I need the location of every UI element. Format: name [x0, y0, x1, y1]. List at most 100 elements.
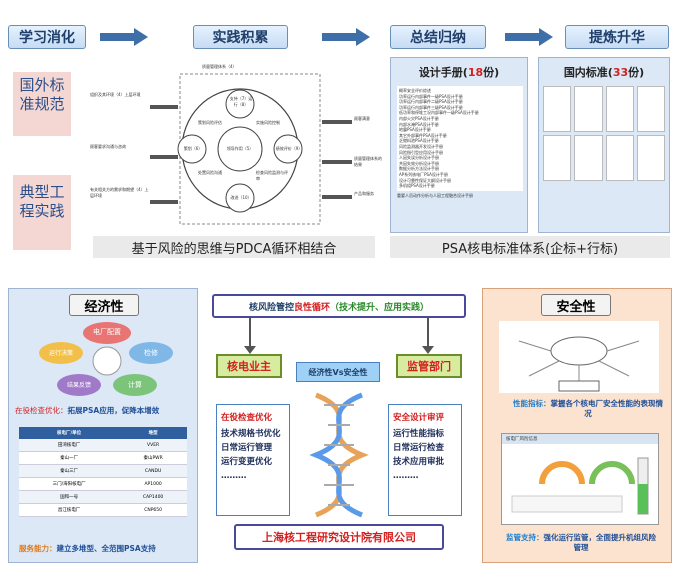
manual-item: AP系列核电厂PSA设计手册 — [399, 171, 448, 177]
manual-item: 多机组PSA设计手册 — [399, 183, 435, 189]
petal-calc: 计算 — [128, 381, 142, 389]
cycle-inner-check: 检查风险监测与评审 — [256, 170, 288, 181]
cycle-input-context: 组织及其环境（4）上层环境 — [90, 92, 141, 97]
table-cell: VVER — [119, 439, 187, 452]
cycle-inner-act: 处置风险沟通 — [198, 170, 222, 175]
cycle-title: 质量管理体系（4） — [202, 64, 237, 69]
manual-item: 功率运行内部事件一级PSA设计手册 — [399, 93, 463, 99]
dna-helix — [306, 390, 372, 520]
center-connector — [244, 318, 434, 354]
safety-title: 安全性 — [541, 294, 611, 316]
domestic-title: 国内标准(33份) — [563, 66, 645, 79]
manual-item: 乏燃料池PSA设计手册 — [399, 138, 439, 144]
cycle-input-customer: 顾客要求沟通与咨询 — [90, 144, 126, 149]
table-cell: 秦山PWR — [119, 451, 187, 465]
center-panel: 核风险管控良性循环（技术提升、应用实践） 核电业主 经济性Vs安全性 监管部门 … — [210, 290, 468, 565]
cycle-inner-plan: 策划风险评估 — [198, 120, 222, 125]
design-manual-panel: 设计手册(18份) 概率安全评价综述功率运行内部事件一级PSA设计手册功率运行内… — [390, 57, 528, 233]
risk-dashboard-screenshot: 核电厂风险信息 — [501, 433, 659, 525]
manual-item: 风险指引型应用设计手册 — [399, 149, 443, 155]
dashboard-title: 核电厂风险信息 — [502, 434, 658, 444]
owner-item: 技术规格书优化 — [221, 429, 281, 439]
manual-item: 地震PSA设计手册 — [399, 127, 431, 133]
manual-title: 设计手册(18份) — [418, 66, 500, 79]
arrow-right-icon — [100, 28, 150, 50]
risk-cycle-title: 核风险管控良性循环（技术提升、应用实践） — [212, 294, 466, 318]
header-learn: 学习消化 — [8, 25, 86, 49]
economy-panel: 经济性 电厂配置 检修 计算 结果反馈 运行决策 在役检查优化：拓展PSA应用，… — [8, 288, 198, 563]
performance-indicator-text: 性能指标：掌握各个核电厂安全性能的表现情况 — [513, 399, 663, 418]
table-cell: 国和一号 — [19, 490, 120, 504]
label-typical-practice: 典型工程实践 — [13, 175, 71, 250]
regulator-item: 日常运行检查 — [393, 443, 445, 453]
owner-box: 核电业主 — [216, 354, 282, 378]
manual-item: 共因失效分析设计手册 — [399, 160, 439, 166]
supervision-support-text: 监管支持：强化运行监管，全面提升机组风险管理 — [506, 533, 656, 552]
regulator-detail-box: 安全设计审评 运行性能指标日常运行检查技术应用审批……… — [388, 404, 462, 516]
economy-vs-safety-box: 经济性Vs安全性 — [296, 362, 380, 382]
safety-network-diagram — [499, 321, 659, 393]
manual-item: 风险监测器开发设计手册 — [399, 143, 443, 149]
regulator-item: 技术应用审批 — [393, 457, 445, 467]
header-refine: 提炼升华 — [565, 25, 669, 49]
cycle-node-plan: 策划（6） — [183, 146, 203, 151]
manual-item: 内部火灾PSA设计手册 — [399, 115, 439, 121]
cycle-node-leadership: 领导作用（5） — [226, 146, 254, 151]
company-name: 上海核工程研究设计院有限公司 — [234, 524, 444, 550]
economy-subtitle: 在役检查优化：拓展PSA应用，促降本增效 — [15, 406, 160, 415]
regulator-box: 监管部门 — [396, 354, 462, 378]
table-header: 堆型 — [148, 431, 158, 436]
cycle-output-results: 质量管理体系的结果 — [354, 156, 382, 167]
manual-item: 数据分析方法设计手册 — [399, 166, 439, 172]
owner-item: ……… — [221, 471, 247, 481]
cycle-node-improve: 改进（10） — [230, 195, 252, 200]
label-foreign-standards: 国外标准规范 — [13, 72, 71, 136]
petal-config: 电厂配置 — [93, 328, 121, 336]
table-cell: 秦山一厂 — [19, 451, 120, 465]
cycle-node-evaluate: 绩效评价（9） — [275, 146, 303, 151]
regulator-item: 运行性能指标 — [393, 429, 445, 439]
cycle-input-stakeholder: 有关相关方的需求和期望（4）上层环境 — [90, 187, 149, 198]
petal-feedback: 结果反馈 — [66, 382, 91, 389]
manual-item: 低功率和停堆工况内部事件一级PSA设计手册 — [399, 110, 479, 116]
petal-overhaul: 检修 — [144, 349, 158, 357]
table-cell: CNP650 — [119, 503, 187, 517]
economy-flower-diagram: 电厂配置 检修 计算 结果反馈 运行决策 — [27, 321, 187, 399]
manual-item: 设计可靠性保证大纲设计手册 — [399, 177, 451, 183]
arrow-right-icon — [505, 28, 555, 50]
cycle-output-products: 产品和服务 — [354, 191, 374, 196]
standard-documents-thumbnails — [543, 86, 665, 181]
manual-list: 概率安全评价综述功率运行内部事件一级PSA设计手册功率运行内部事件二级PSA设计… — [397, 86, 523, 191]
table-cell: 田湾核电厂 — [19, 439, 120, 452]
caption-risk-pdca: 基于风险的思维与PDCA循环相结合 — [93, 236, 375, 258]
table-cell: 秦山三厂 — [19, 464, 120, 478]
regulator-detail-title: 安全设计审评 — [393, 413, 445, 423]
table-row: 秦山一厂秦山PWR — [19, 451, 187, 465]
domestic-standards-panel: 国内标准(33份) — [538, 57, 670, 233]
manual-item: 人因失误分析设计手册 — [399, 155, 439, 161]
safety-panel: 安全性 性能指标：掌握各个核电厂安全性能的表现情况 核电厂风险信息 监管支持：强… — [482, 288, 672, 563]
economy-footer: 服务能力：建立多堆型、全范围PSA支持 — [19, 544, 156, 553]
owner-item: 运行变更优化 — [221, 457, 273, 467]
cycle-inner-do: 实施风险控制 — [256, 120, 280, 125]
table-cell: 三门/海阳核电厂 — [19, 477, 120, 491]
header-practice: 实践积累 — [193, 25, 288, 49]
table-cell: AP1000 — [119, 477, 187, 491]
table-cell: CANDU — [119, 464, 187, 478]
table-cell: 昌江核电厂 — [19, 503, 120, 517]
manual-item: 概率安全评价综述 — [399, 88, 431, 93]
pdca-diagram: 质量管理体系（4） 支持（7）运行（8） 策划（6） 领导作用（5） 绩效评价（… — [90, 62, 382, 232]
manual-item: 功率运行内部事件三级PSA设计手册 — [399, 104, 463, 110]
manual-item: 其它外部事件PSA设计手册 — [399, 132, 447, 138]
caption-psa-standards: PSA核电标准体系(企标+行标) — [390, 236, 670, 258]
manual-item: 功率运行内部事件二级PSA设计手册 — [399, 99, 463, 105]
manual-footer: 重要人员动作分析与人因工程融合设计手册 — [397, 192, 473, 198]
table-header: 核电厂/单位 — [57, 431, 82, 436]
petal-decision: 运行决策 — [48, 350, 73, 357]
